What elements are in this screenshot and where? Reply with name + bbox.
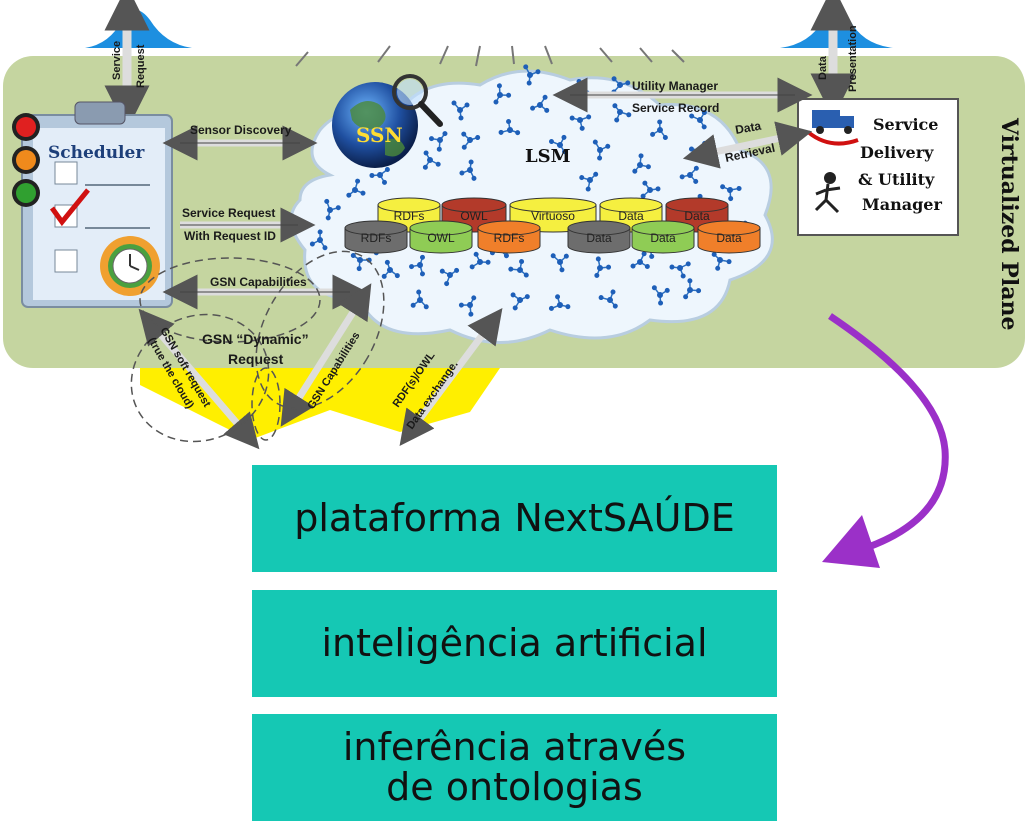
manager-line-1: Service [873, 115, 938, 134]
incoming-arrows [295, 45, 685, 67]
service-record-label: Service Record [632, 101, 719, 115]
top-left-hill [85, 10, 192, 48]
database-label: Virtuoso [531, 209, 575, 223]
top-right-arrow-label-1: Data [817, 55, 829, 80]
ontology-inference-box: inferência através de ontologias [252, 714, 777, 821]
artificial-intelligence-text: inteligência artificial [321, 620, 708, 665]
sensor-discovery-label: Sensor Discovery [190, 123, 292, 137]
top-right-arrow-label-2: Presentation [847, 25, 859, 92]
with-request-id-label: With Request ID [184, 229, 276, 243]
database-label: RDFs [494, 231, 525, 245]
clock-cycle-icon [100, 236, 160, 296]
manager-line-4: Manager [862, 195, 942, 214]
runner-icon [814, 172, 841, 214]
database-label: Data [716, 231, 742, 245]
gsn-dynamic-label-1: GSN “Dynamic” [202, 331, 309, 347]
database-row-front: RDFs OWL RDFs Data Data Data [344, 220, 761, 254]
artificial-intelligence-box: inteligência artificial [252, 590, 777, 697]
gsn-capabilities-label: GSN Capabilities [210, 275, 307, 289]
database-label: Data [618, 209, 644, 223]
nextsaude-platform-box: plataforma NextSAÚDE [252, 465, 777, 572]
nextsaude-platform-text: plataforma NextSAÚDE [294, 495, 735, 540]
data-label: Data [734, 119, 762, 137]
database-label: Data [650, 231, 676, 245]
top-left-arrow-label-1: Service [111, 41, 123, 80]
purple-arrow-head [822, 515, 880, 568]
database-cylinder: Data [697, 220, 761, 254]
database-label: OWL [427, 231, 455, 245]
database-cylinder: RDFs [477, 220, 541, 254]
database-label: RDFs [394, 209, 425, 223]
database-cylinder: Data [567, 220, 631, 254]
delivery-truck-icon [806, 110, 859, 146]
database-label: OWL [460, 209, 488, 223]
traffic-light-icon [12, 113, 40, 207]
purple-curved-arrow [828, 313, 949, 554]
database-cylinder: Data [631, 220, 695, 254]
database-cylinder: RDFs [344, 220, 408, 254]
database-label: Data [586, 231, 612, 245]
database-cylinder: OWL [409, 220, 473, 254]
manager-line-2: Delivery [860, 143, 934, 162]
gsn-dynamic-label-2: Request [228, 351, 284, 367]
utility-manager-label: Utility Manager [632, 79, 718, 93]
top-left-arrow-label-2: Request [135, 44, 147, 88]
lsm-label: LSM [525, 146, 571, 167]
service-delivery-manager-box [797, 98, 959, 236]
ontology-inference-text: inferência através de ontologias [342, 724, 687, 809]
gsn-dashed-ovals [130, 250, 385, 443]
service-request-label: Service Request [182, 206, 275, 220]
database-label: Data [684, 209, 710, 223]
scheduler-label: Scheduler [48, 143, 145, 163]
manager-line-3: & Utility [858, 170, 935, 189]
magnifier-icon [392, 74, 443, 127]
plane-label: Virtualized Plane [996, 117, 1022, 330]
database-label: RDFs [361, 231, 392, 245]
ssn-label: SSN [356, 123, 403, 147]
